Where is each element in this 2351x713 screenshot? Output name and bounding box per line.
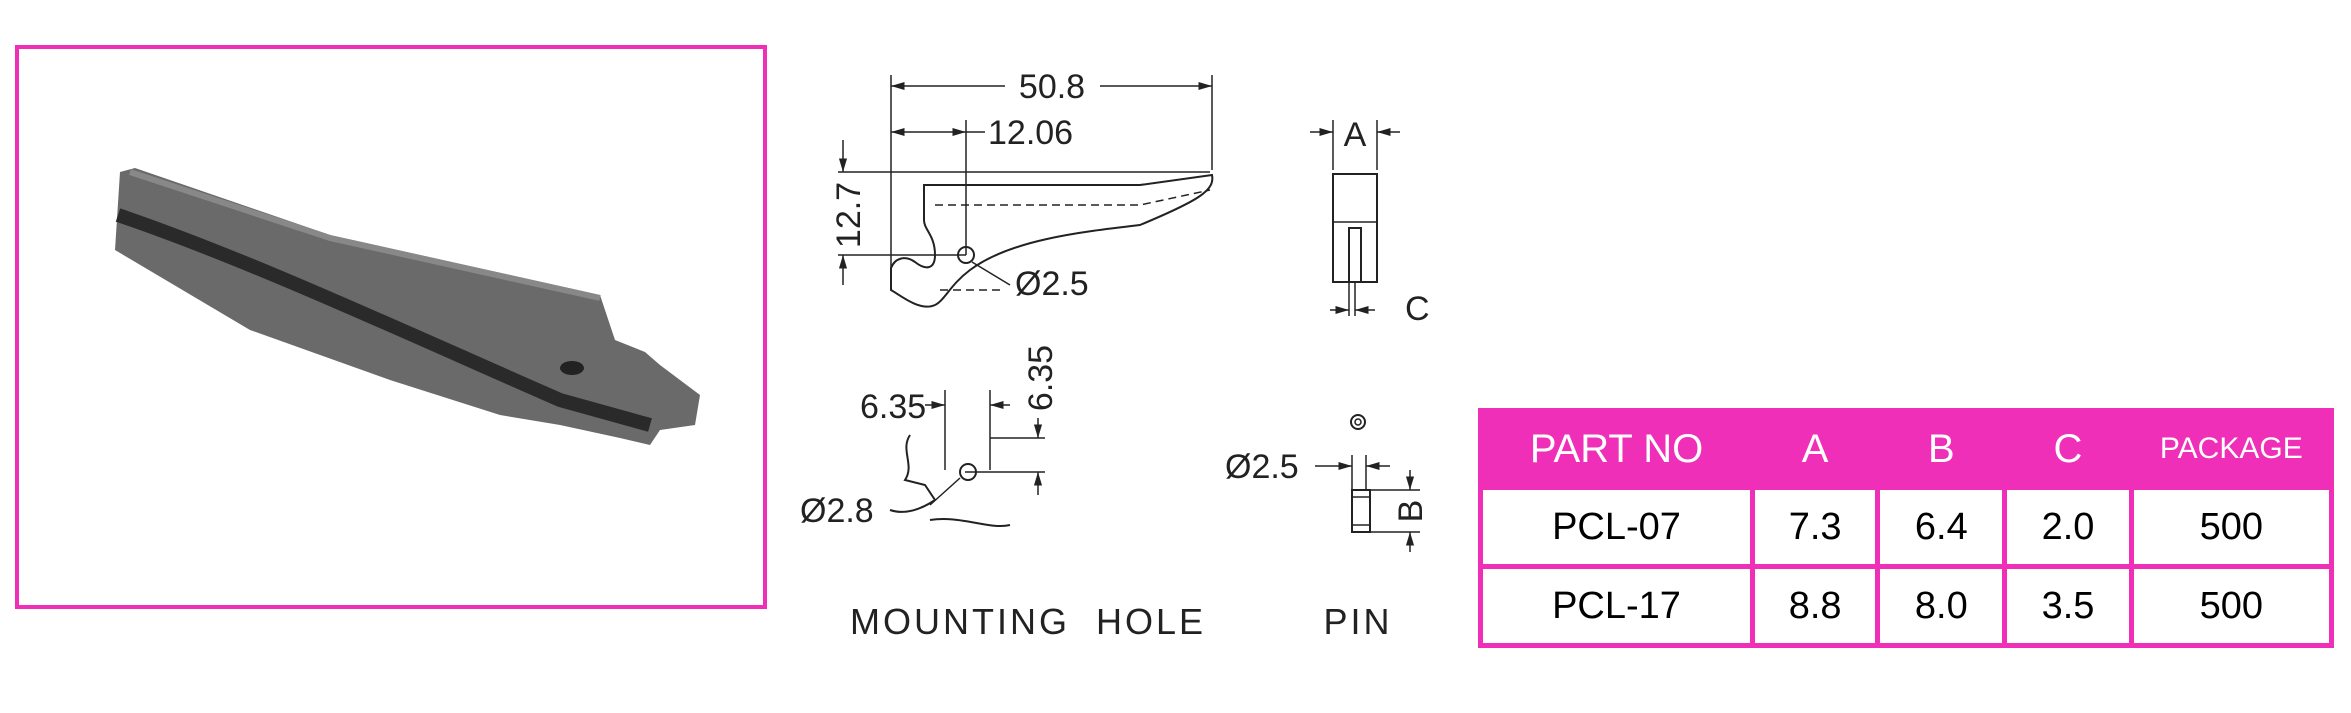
pin-length-label: B: [1392, 500, 1430, 523]
part-spec-table: PART NO A B C PACKAGE PCL-07 7.3 6.4 2.0…: [1477, 408, 2335, 648]
header-b: B: [1875, 408, 2008, 490]
table-row: PCL-17 8.8 8.0 3.5 500: [1477, 564, 2335, 648]
header-a: A: [1750, 408, 1881, 490]
cell-part-no: PCL-17: [1477, 564, 1756, 648]
cell-a: 8.8: [1750, 564, 1881, 648]
cell-c: 3.5: [2002, 564, 2134, 648]
hole-offset-label: 12.06: [988, 114, 1073, 152]
gap-c-label: C: [1405, 290, 1430, 328]
width-a-label: A: [1344, 116, 1367, 154]
end-view-drawing: A C: [1310, 116, 1430, 328]
header-package: PACKAGE: [2128, 408, 2335, 490]
cell-b: 6.4: [1875, 485, 2008, 569]
hole-dia-label: Ø2.5: [1015, 265, 1089, 303]
product-photo: [15, 45, 767, 609]
cell-package: 500: [2128, 564, 2335, 648]
cell-part-no: PCL-07: [1477, 485, 1756, 569]
mounting-hole-caption: MOUNTING HOLE: [850, 601, 1206, 642]
cell-b: 8.0: [1875, 564, 2008, 648]
pin-caption: PIN: [1323, 601, 1392, 642]
cell-package: 500: [2128, 485, 2335, 569]
table-row: PCL-07 7.3 6.4 2.0 500: [1477, 485, 2335, 569]
overall-length-label: 50.8: [1019, 68, 1085, 106]
header-c: C: [2002, 408, 2134, 490]
table-header-row: PART NO A B C PACKAGE: [1477, 408, 2335, 490]
pin-dia-label: Ø2.5: [1225, 448, 1299, 486]
mounting-vert-label: 6.35: [1022, 345, 1060, 411]
header-part-no: PART NO: [1477, 408, 1756, 490]
mounting-horiz-label: 6.35: [860, 388, 926, 426]
cell-c: 2.0: [2002, 485, 2134, 569]
cell-a: 7.3: [1750, 485, 1881, 569]
mounting-dia-label: Ø2.8: [800, 492, 874, 530]
pin-drawing: Ø2.5 B PIN: [1225, 414, 1430, 642]
side-view-drawing: 50.8 12.06 12.7 Ø2.5: [830, 68, 1214, 308]
mounting-hole-drawing: 6.35 6.35 Ø2.8 MOUNTING HOLE: [800, 345, 1206, 642]
height-label: 12.7: [830, 182, 868, 248]
